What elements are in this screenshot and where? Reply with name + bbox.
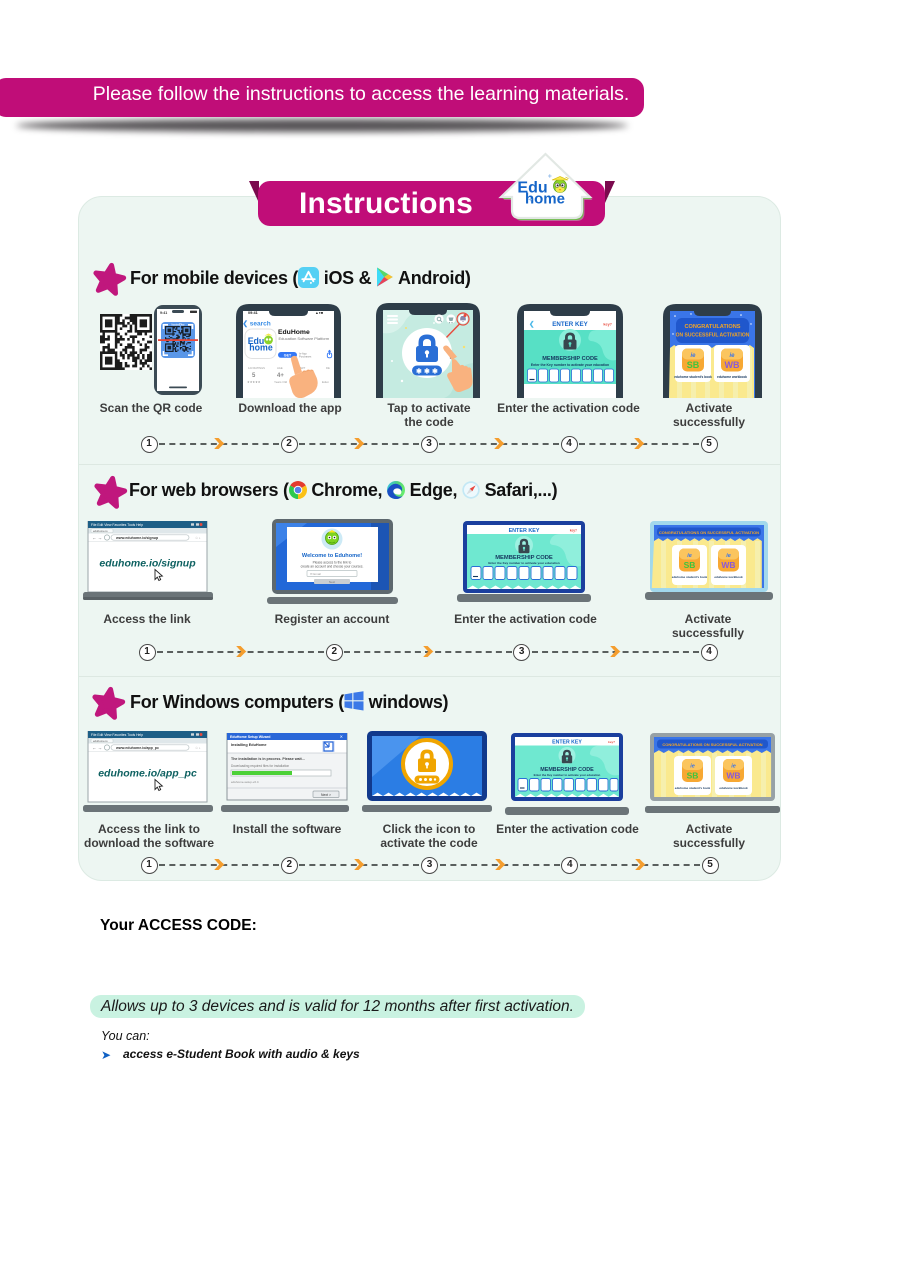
svg-text:CHART: CHART bbox=[296, 366, 306, 370]
svg-text:☆ ↓: ☆ ↓ bbox=[195, 536, 201, 540]
svg-text:ENTER KEY: ENTER KEY bbox=[509, 528, 540, 534]
svg-text:Please access to the link to: Please access to the link to bbox=[313, 561, 352, 565]
svg-text:✱: ✱ bbox=[424, 368, 430, 376]
svg-text:ENTER KEY: ENTER KEY bbox=[552, 321, 588, 328]
svg-text:Downloading required files for: Downloading required files for installat… bbox=[231, 764, 289, 768]
svg-text:File Edit View Favorites T: File Edit View Favorites Tools Help bbox=[91, 523, 143, 527]
svg-text:eduhome.io/app_pc: eduhome.io/app_pc bbox=[98, 768, 197, 780]
svg-text:Next: Next bbox=[329, 580, 335, 584]
svg-text:❮ search: ❮ search bbox=[243, 320, 271, 328]
svg-text:Edu: Edu bbox=[248, 336, 265, 346]
svg-text:CONGRATULATIONS ON SUCCESSFUL: CONGRATULATIONS ON SUCCESSFUL ACTIVATION bbox=[659, 530, 759, 535]
svg-text:key?: key? bbox=[608, 740, 615, 744]
svg-text:✉ Email: ✉ Email bbox=[310, 572, 321, 576]
svg-text:❮: ❮ bbox=[529, 320, 535, 328]
svg-text:✱: ✱ bbox=[432, 368, 438, 376]
svg-text:Edun: Edun bbox=[322, 380, 329, 384]
svg-text:4+: 4+ bbox=[277, 373, 284, 379]
svg-text:eduhome student's book: eduhome student's book bbox=[675, 786, 711, 790]
svg-text:← →: ← → bbox=[92, 746, 102, 751]
svg-text:▲●■: ▲●■ bbox=[315, 311, 323, 315]
svg-text:← →: ← → bbox=[92, 536, 102, 541]
svg-text:MEMBERSHIP CODE: MEMBERSHIP CODE bbox=[542, 356, 598, 362]
svg-text:create an account and choose y: create an account and choose your course… bbox=[301, 565, 364, 569]
svg-text:eduhome student's book: eduhome student's book bbox=[672, 575, 708, 579]
svg-text:☆ ↓: ☆ ↓ bbox=[195, 746, 201, 750]
svg-text:www.eduhome.io/app_pc: www.eduhome.io/app_pc bbox=[115, 746, 159, 750]
svg-text:EduHome: EduHome bbox=[278, 329, 310, 336]
svg-text:Installing EduHome: Installing EduHome bbox=[231, 743, 266, 747]
svg-text:GET: GET bbox=[284, 353, 292, 357]
svg-text:Next >: Next > bbox=[321, 793, 331, 797]
svg-text:09:41: 09:41 bbox=[248, 311, 258, 315]
svg-text:ie: ie bbox=[731, 764, 736, 770]
svg-text:In-App: In-App bbox=[299, 352, 307, 356]
svg-text:eduhome.io/signup: eduhome.io/signup bbox=[99, 558, 196, 570]
svg-text:SB: SB bbox=[684, 560, 696, 570]
svg-text:ie: ie bbox=[729, 353, 735, 359]
svg-text:eduhome student's book: eduhome student's book bbox=[674, 375, 712, 379]
svg-text:DE: DE bbox=[326, 366, 330, 370]
svg-text:home: home bbox=[249, 343, 273, 353]
svg-text:Enter the Key number to activa: Enter the Key number to activate your ed… bbox=[531, 363, 609, 367]
svg-text:The installation is in process: The installation is in process. Please w… bbox=[231, 757, 305, 761]
svg-text:home: home bbox=[525, 191, 565, 208]
svg-text:9:41: 9:41 bbox=[160, 311, 167, 315]
svg-text:5: 5 bbox=[252, 373, 256, 379]
svg-text:CONGRATULATIONS ON SUCCESSFUL: CONGRATULATIONS ON SUCCESSFUL ACTIVATION bbox=[662, 742, 762, 747]
svg-text:WB: WB bbox=[726, 771, 740, 781]
svg-text:eduhome.io: eduhome.io bbox=[93, 529, 108, 533]
svg-text:eduhome workbook: eduhome workbook bbox=[717, 375, 747, 379]
svg-text:ie: ie bbox=[687, 553, 692, 559]
svg-text:★★★★★: ★★★★★ bbox=[247, 380, 261, 384]
svg-text:MEMBERSHIP CODE: MEMBERSHIP CODE bbox=[540, 767, 594, 773]
svg-text:ie: ie bbox=[726, 553, 731, 559]
svg-text:eduhome.io: eduhome.io bbox=[93, 739, 108, 743]
svg-text:AGE: AGE bbox=[277, 366, 283, 370]
svg-text:ie: ie bbox=[690, 353, 696, 359]
svg-text:Enter the Key number to activa: Enter the Key number to activate your ed… bbox=[534, 773, 601, 777]
svg-text:ON SUCCESSFUL ACTIVATION: ON SUCCESSFUL ACTIVATION bbox=[676, 333, 750, 339]
svg-text:✕: ✕ bbox=[340, 734, 343, 739]
svg-text:lsv.tvEko: lsv.tvEko bbox=[172, 323, 185, 327]
svg-text:Welcome to Eduhome!: Welcome to Eduhome! bbox=[302, 553, 362, 559]
svg-text:Years Old: Years Old bbox=[274, 380, 287, 384]
svg-text:CONGRATULATIONS: CONGRATULATIONS bbox=[684, 324, 740, 330]
svg-text:Purchases: Purchases bbox=[299, 354, 312, 358]
svg-text:Education Software Platform: Education Software Platform bbox=[279, 336, 330, 341]
svg-text:Enter the Key number to activa: Enter the Key number to activate your ed… bbox=[488, 561, 559, 565]
svg-text:ie: ie bbox=[690, 764, 695, 770]
svg-text:Edu: Edu bbox=[517, 180, 547, 197]
svg-text:SB: SB bbox=[687, 360, 700, 370]
svg-text:WB: WB bbox=[721, 560, 735, 570]
svg-text:eduhome workbook: eduhome workbook bbox=[719, 786, 748, 790]
svg-text:WB: WB bbox=[725, 360, 740, 370]
svg-text:www.eduhome.io/signup: www.eduhome.io/signup bbox=[115, 536, 159, 540]
svg-text:✱: ✱ bbox=[416, 368, 422, 376]
svg-text:eduhome workbook: eduhome workbook bbox=[714, 575, 743, 579]
svg-text:123 RATINGS: 123 RATINGS bbox=[248, 366, 265, 370]
svg-text:key?: key? bbox=[570, 529, 577, 533]
svg-text:File Edit View Favorites T: File Edit View Favorites Tools Help bbox=[91, 733, 143, 737]
svg-text:key?: key? bbox=[603, 323, 612, 327]
svg-text:MEMBERSHIP CODE: MEMBERSHIP CODE bbox=[495, 555, 553, 561]
svg-text:SB: SB bbox=[687, 771, 699, 781]
svg-text:EduHome Setup Wizard: EduHome Setup Wizard bbox=[230, 735, 271, 739]
svg-text:ENTER KEY: ENTER KEY bbox=[552, 740, 582, 746]
svg-text:eduhome-setup-v2.4: eduhome-setup-v2.4 bbox=[231, 780, 259, 784]
